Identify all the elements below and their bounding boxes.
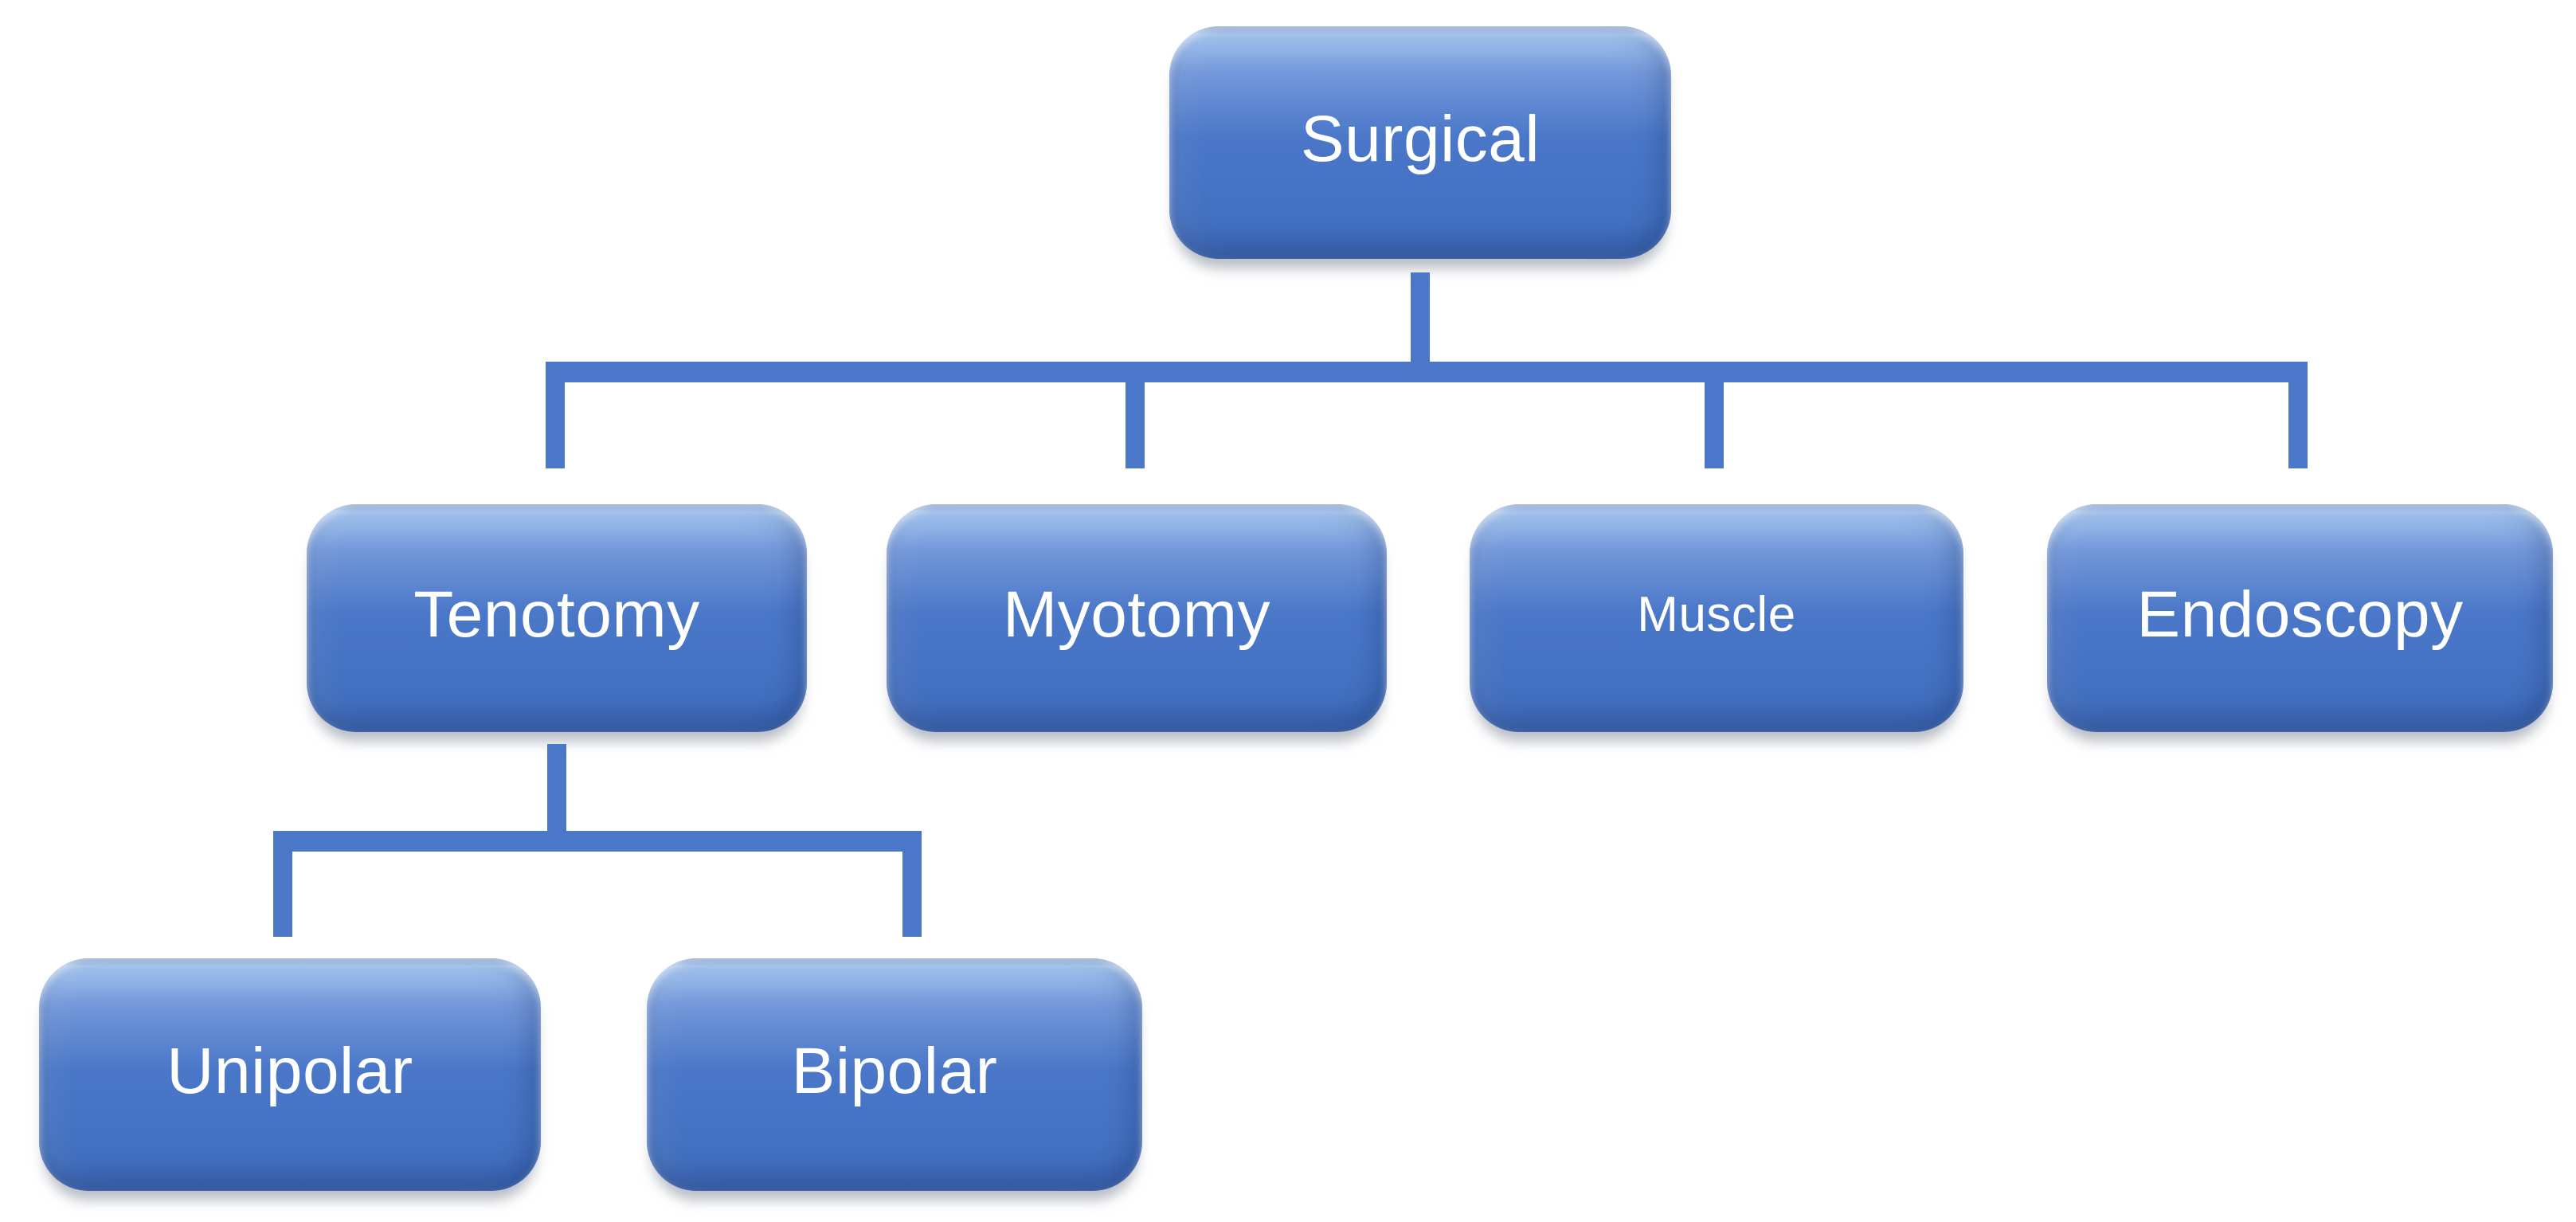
node-endoscopy: Endoscopy <box>2047 504 2553 732</box>
node-label: Endoscopy <box>2136 578 2464 651</box>
node-bipolar: Bipolar <box>647 958 1142 1191</box>
node-muscle: Muscle <box>1470 504 1963 732</box>
connector-drop-endoscopy <box>2288 382 2308 468</box>
node-myotomy: Myotomy <box>887 504 1387 732</box>
connector-stem-surgical <box>1411 272 1430 362</box>
connector-stem-tenotomy <box>547 744 566 831</box>
connector-drop-tenotomy <box>546 382 565 468</box>
node-label: Bipolar <box>791 1035 998 1107</box>
node-label: Unipolar <box>166 1035 413 1107</box>
node-label: Tenotomy <box>413 578 700 651</box>
node-unipolar: Unipolar <box>39 958 541 1191</box>
connector-bar-surgical-children <box>546 362 2308 382</box>
node-label: Muscle <box>1637 587 1796 642</box>
node-surgical: Surgical <box>1169 26 1671 259</box>
node-label: Myotomy <box>1002 578 1271 651</box>
connector-drop-myotomy <box>1126 382 1145 468</box>
connector-bar-tenotomy-children <box>273 831 922 852</box>
node-label: Surgical <box>1300 103 1541 175</box>
connector-drop-muscle <box>1705 382 1724 468</box>
node-tenotomy: Tenotomy <box>307 504 807 732</box>
connector-drop-bipolar <box>902 852 922 937</box>
connector-drop-unipolar <box>273 852 292 937</box>
